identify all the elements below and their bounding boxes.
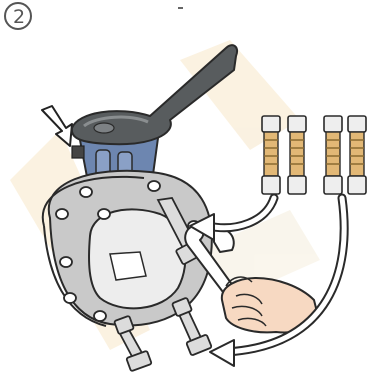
bolt-2 — [288, 116, 306, 194]
bolt-3 — [324, 116, 342, 194]
bolt-1 — [262, 116, 280, 194]
bolt-set — [262, 116, 366, 194]
bolt-4 — [348, 116, 366, 194]
